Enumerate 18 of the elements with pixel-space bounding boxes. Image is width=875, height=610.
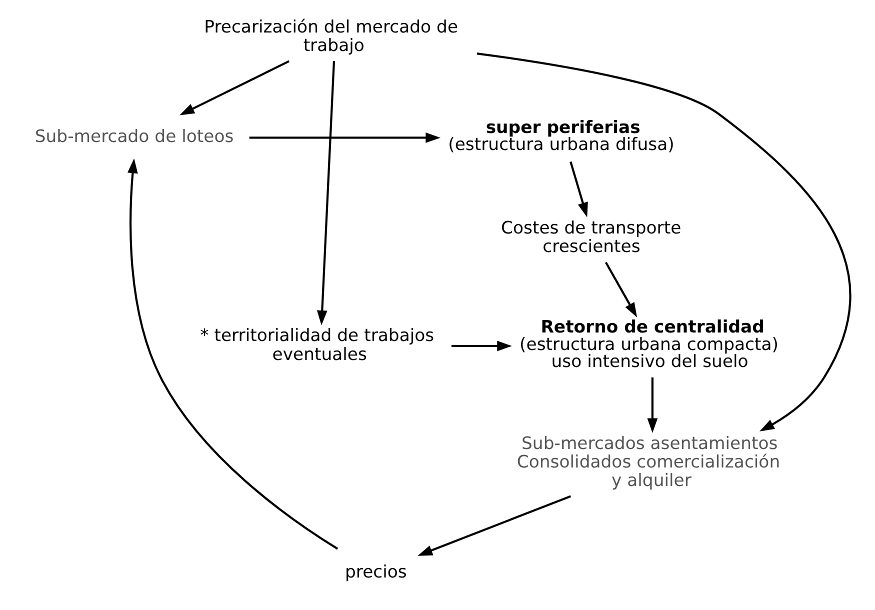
arrow bbox=[180, 60, 290, 116]
arrow bbox=[604, 262, 638, 318]
node-text: Retorno de centralidad (estructura urbana compacta) uso intensivo del suelo bbox=[520, 318, 779, 372]
arrow bbox=[476, 52, 852, 432]
node-text: precios bbox=[344, 562, 407, 582]
node-text: * territorialidad de trabajos eventuales bbox=[200, 326, 434, 365]
arrow bbox=[570, 161, 588, 218]
node-text: super periferias (estructura urbana difusa) bbox=[448, 118, 674, 156]
arrow bbox=[249, 132, 441, 143]
arrow bbox=[451, 340, 512, 352]
node-text: Sub-mercado de loteos bbox=[34, 127, 234, 148]
node-text: Sub-mercados asentamientos Consolidados comercialización y alquiler bbox=[516, 434, 780, 492]
arrow bbox=[418, 495, 572, 556]
node-text: Costes de transporte crescientes bbox=[501, 218, 682, 257]
arrow bbox=[128, 158, 338, 550]
node-text: Precarización del mercado de trabajo bbox=[204, 17, 458, 56]
arrow bbox=[647, 377, 658, 434]
arrow bbox=[316, 60, 336, 326]
